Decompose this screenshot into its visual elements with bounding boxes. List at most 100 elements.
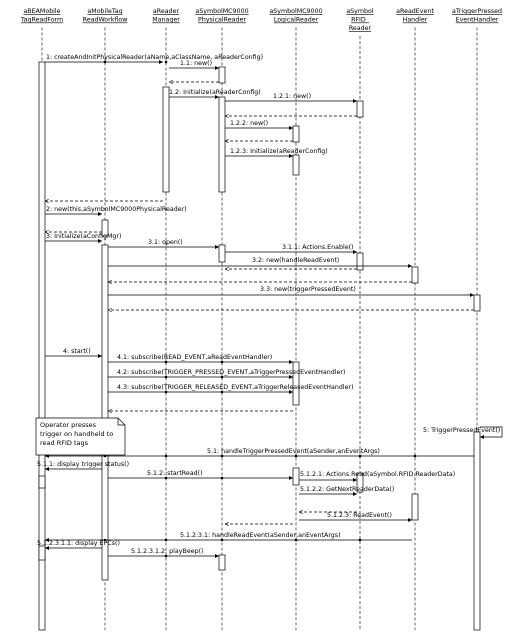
message-label: 4.2: subscribe(TRIGGER_PRESSED_EVENT,aTr… (117, 369, 345, 376)
activation-bar (411, 493, 419, 521)
message-3: 1.2: Initialize(aReaderConfig) (169, 89, 261, 100)
message-label: 1.1: new() (180, 60, 212, 67)
message-label: 1.2.1: new() (273, 93, 311, 100)
message-17: 5: TriggerPressedEvent() (423, 426, 503, 440)
lifeline-l6: aReadEventHandler (396, 8, 434, 630)
message-label: 3: Initialize(aConfigMgr) (46, 233, 121, 240)
message-label: 3.1.1: Actions.Enable() (282, 244, 354, 251)
crossing-dot (413, 454, 417, 458)
activation-bar (356, 472, 364, 493)
activation-bar (356, 252, 364, 271)
activation-bar (292, 125, 300, 143)
message-label: 3.3: new(triggerPressedEvent) (260, 286, 356, 293)
activation-bar (292, 361, 300, 406)
activation-bar (101, 219, 109, 237)
activation-bar (38, 545, 46, 561)
message-label: 5.1.2.3: ReadEvent() (327, 512, 392, 519)
crossing-dot (164, 390, 168, 394)
crossing-dot (220, 390, 224, 394)
message-26: 5.1.2.3.1.2: playBeep() (108, 548, 219, 559)
message-label: 2: new(this,aSymbolMC9000PhysicalReader) (46, 206, 187, 213)
lifeline-title: Manager (152, 17, 180, 24)
message-14: 4.1: subscribe(READ_EVENT,aReadEventHand… (108, 354, 293, 365)
activation-bar (356, 100, 364, 118)
activation-bar (162, 86, 170, 193)
activation-bar (473, 431, 481, 631)
message-label: 4.3: subscribe(TRIGGER_RELEASED_EVENT,aT… (117, 384, 354, 391)
lifeline-title: aSymbol (346, 8, 374, 15)
message-20: 5.1.2: startRead() (108, 470, 293, 481)
crossing-dot (164, 60, 168, 64)
lifeline-title: aSymbolMC9000 (269, 8, 322, 15)
crossing-dot (358, 538, 362, 542)
message-label: 5.1.2.3.1.1: display EPCs() (37, 540, 120, 547)
lifeline-title: aMobileTag (87, 8, 122, 15)
note-line: Operator presses (40, 421, 97, 429)
message-label: 1: createAndInitPhysicalReader(aName,aCl… (46, 54, 263, 61)
message-label: 5.1.2.1: Actions.Read(aSymbol.RFID.Reade… (300, 471, 455, 478)
message-label: 4: start() (63, 348, 91, 355)
activation-bar (411, 266, 419, 284)
lifeline-title: EventHandler (456, 17, 499, 24)
message-label: 5.1: handleTriggerPressedEvent(aSender,a… (207, 448, 380, 455)
message-label: 5.1.2.2: GetNextReaderData() (300, 486, 394, 493)
lifeline-title: aReadEvent (396, 8, 434, 15)
crossing-dot (164, 360, 168, 364)
crossing-dot (164, 375, 168, 379)
message-6: 1.2.3: Initialize(aReaderConfig) (225, 148, 328, 159)
crossing-dot (220, 538, 224, 542)
activation-bar (218, 554, 226, 571)
lifeline-title: Reader (349, 25, 372, 32)
message-18: 5.1: handleTriggerPressedEvent(aSender,a… (45, 448, 474, 459)
lifeline-title: Handler (403, 17, 428, 24)
message-4: 1.2.1: new() (225, 93, 357, 104)
lifeline-title: PhysicalReader (198, 17, 246, 24)
crossing-dot (220, 375, 224, 379)
message-10: 3.1.1: Actions.Enable() (225, 244, 357, 255)
note-box (35, 417, 126, 456)
lifeline-title: ReadWorkflow (83, 17, 128, 24)
lifeline-title: aSymbolMC9000 (195, 8, 248, 15)
crossing-dot (220, 360, 224, 364)
lifeline-title: aTriggerPressed (452, 8, 502, 15)
crossing-dot (220, 454, 224, 458)
message-label: 5.1.2.3.1.2: playBeep() (131, 548, 203, 555)
activation-bar (473, 294, 481, 312)
crossing-dot (164, 454, 168, 458)
message-label: 1.2.2: new() (230, 120, 268, 127)
lifeline-title: aBEAMobile (23, 8, 60, 15)
message-label: 5.1.2.3.1: handleReadEvent(aSender,anEve… (180, 532, 341, 539)
activation-bar (292, 467, 300, 486)
activation-bar (292, 154, 300, 176)
message-11: 3.2: new(handleReadEvent) (108, 257, 412, 269)
crossing-dot (164, 476, 168, 480)
message-25: 5.1.2.3.1.1: display EPCs() (37, 540, 120, 551)
message-label: 3.2: new(handleReadEvent) (252, 257, 339, 264)
lifeline-title: aReader (153, 8, 180, 15)
message-22: 5.1.2.2: GetNextReaderData() (299, 486, 394, 497)
message-12: 3.3: new(triggerPressedEvent) (108, 286, 474, 298)
message-21: 5.1.2.1: Actions.Read(aSymbol.RFID.Reade… (299, 471, 455, 483)
message-label: 5: TriggerPressedEvent() (423, 427, 500, 434)
crossing-dot (358, 454, 362, 458)
message-label: 1.2.3: Initialize(aReaderConfig) (230, 148, 328, 155)
note-line: read RFID tags (40, 439, 89, 447)
message-label: 3.1: open() (148, 239, 183, 246)
activation-bar (101, 244, 109, 421)
message-label: 4.1: subscribe(READ_EVENT,aReadEventHand… (117, 354, 272, 361)
message-label: 5.1.2: startRead() (147, 470, 203, 477)
lifeline-title: LogicalReader (274, 17, 319, 24)
message-2: 1.1: new() (169, 60, 219, 71)
note-line: trigger on handheld to (40, 430, 113, 438)
activation-bar (38, 61, 46, 631)
self-message-arrow (480, 426, 503, 440)
crossing-dot (294, 454, 298, 458)
message-5: 1.2.2: new() (225, 120, 293, 131)
message-label: 1.2: Initialize(aReaderConfig) (169, 89, 261, 96)
lifeline-title: TagReadForm (20, 17, 63, 24)
message-23: 5.1.2.3: ReadEvent() (299, 512, 412, 523)
crossing-dot (164, 554, 168, 558)
